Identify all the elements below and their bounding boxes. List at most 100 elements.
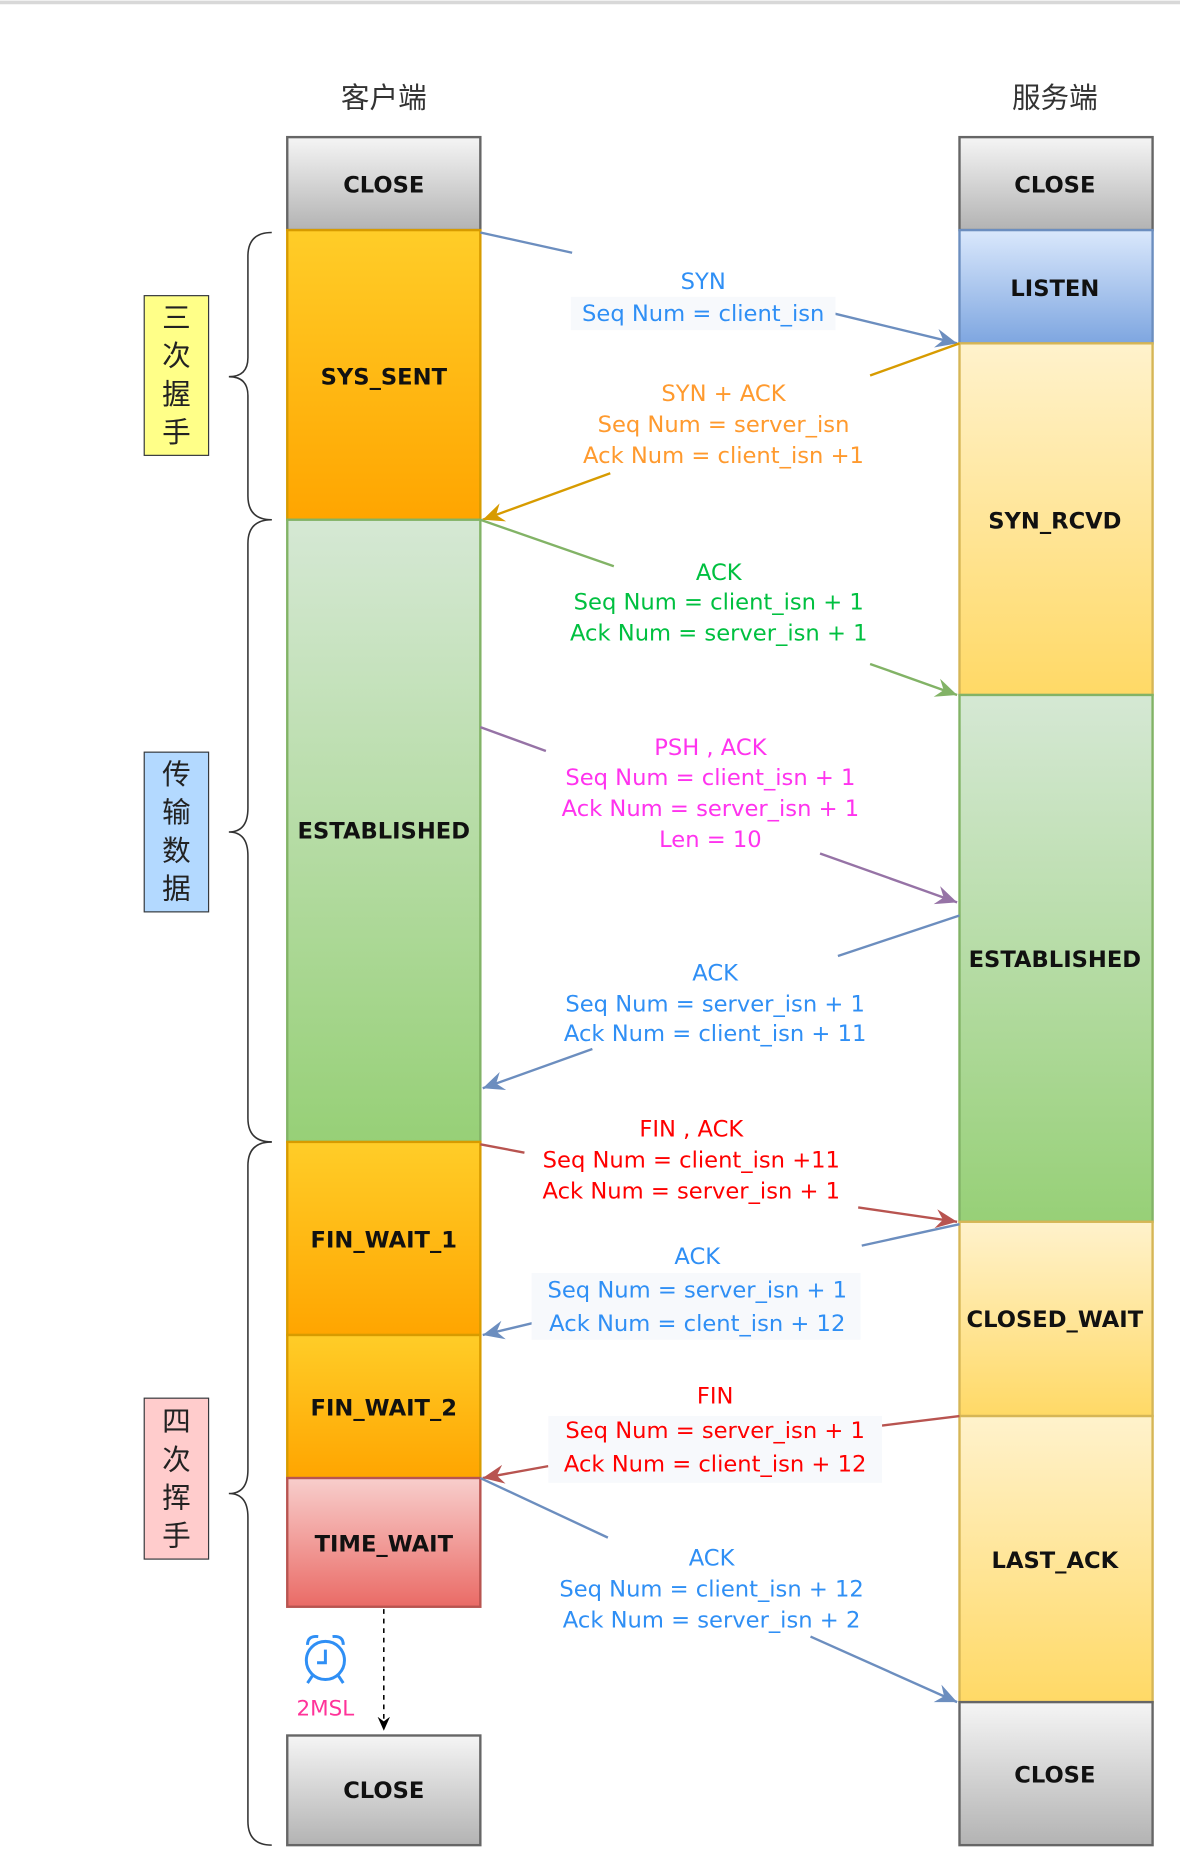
svg-text:FIN , ACK: FIN , ACK [639,1116,744,1142]
svg-text:SYN: SYN [681,269,726,295]
svg-text:Seq Num = client_isn: Seq Num = client_isn [582,301,824,327]
server-header: 服务端 [1012,80,1098,114]
brace-transfer [228,518,272,1143]
svg-text:LAST_ACK: LAST_ACK [992,1548,1120,1574]
svg-text:Ack Num = client_isn + 12: Ack Num = client_isn + 12 [564,1451,866,1477]
svg-text:SYS_SENT: SYS_SENT [321,364,448,390]
svg-text:挥: 挥 [162,1480,191,1514]
message-fin: FIN Seq Num = server_isn + 1 Ack Num = c… [548,1383,883,1483]
svg-text:传: 传 [162,757,191,791]
svg-text:输: 输 [162,795,191,829]
arrow-ack-3 [483,1222,960,1335]
svg-text:ESTABLISHED: ESTABLISHED [298,819,470,845]
svg-text:Ack Num = server_isn + 1: Ack Num = server_isn + 1 [562,796,860,822]
svg-text:FIN_WAIT_2: FIN_WAIT_2 [311,1395,457,1421]
svg-text:CLOSE: CLOSE [1014,1763,1095,1789]
client-state-close-final: CLOSE [286,1734,482,1847]
svg-text:握: 握 [162,377,191,411]
svg-text:三: 三 [162,300,191,334]
svg-text:数: 数 [162,833,191,867]
svg-text:CLOSE: CLOSE [1014,172,1095,198]
arrow-ack-4 [479,1476,957,1702]
svg-text:SYN + ACK: SYN + ACK [661,381,786,407]
arrow-syn [480,231,957,343]
arrow-ack-1 [479,518,957,695]
client-state-established: ESTABLISHED [286,518,482,1144]
svg-text:Ack Num = clent_isn + 12: Ack Num = clent_isn + 12 [549,1311,845,1337]
svg-text:Seq Num = server_isn + 1: Seq Num = server_isn + 1 [565,1418,865,1444]
svg-text:ACK: ACK [674,1244,721,1270]
server-state-syn-rcvd: SYN_RCVD [958,342,1154,697]
server-state-close-final: CLOSE [958,1700,1154,1847]
svg-text:ACK: ACK [692,960,739,986]
svg-text:ACK: ACK [689,1546,736,1572]
svg-text:Len = 10: Len = 10 [659,827,762,853]
arrow-syn-ack [483,342,960,519]
svg-text:手: 手 [162,1519,191,1553]
brace-handshake [228,231,272,521]
svg-text:CLOSE: CLOSE [343,172,424,198]
client-column: CLOSE SYS_SENT ESTABLISHED FIN_WAIT_1 FI… [286,135,482,1847]
server-state-last-ack: LAST_ACK [958,1414,1154,1704]
server-state-close: CLOSE [958,135,1154,232]
svg-text:次: 次 [162,1442,191,1476]
svg-text:据: 据 [162,871,191,905]
svg-text:Ack Num = server_isn + 2: Ack Num = server_isn + 2 [563,1608,861,1634]
svg-text:Ack Num = server_isn + 1: Ack Num = server_isn + 1 [570,621,868,647]
svg-text:Ack Num = client_isn + 11: Ack Num = client_isn + 11 [564,1021,866,1047]
svg-text:手: 手 [162,415,191,449]
svg-text:四: 四 [162,1404,191,1438]
message-syn-ack: SYN + ACK Seq Num = server_isn Ack Num =… [583,381,864,469]
arrow-fin [483,1414,960,1478]
svg-text:Seq Num = client_isn + 12: Seq Num = client_isn + 12 [559,1577,863,1603]
client-state-time-wait: TIME_WAIT [286,1476,482,1608]
svg-text:Seq Num = server_isn + 1: Seq Num = server_isn + 1 [565,991,865,1017]
svg-text:ESTABLISHED: ESTABLISHED [969,947,1141,973]
message-ack-4: ACK Seq Num = client_isn + 12 Ack Num = … [559,1546,863,1634]
svg-text:SYN_RCVD: SYN_RCVD [988,509,1121,535]
svg-text:PSH , ACK: PSH , ACK [654,735,767,761]
svg-text:LISTEN: LISTEN [1010,276,1099,302]
timer-label-2msl: 2MSL [297,1696,355,1721]
svg-text:TIME_WAIT: TIME_WAIT [315,1531,454,1557]
arrow-psh-ack [479,726,957,902]
svg-text:Seq Num = client_isn + 1: Seq Num = client_isn + 1 [574,590,864,616]
brace-teardown [228,1141,272,1846]
svg-text:Ack Num = client_isn +1: Ack Num = client_isn +1 [583,443,864,469]
message-psh-ack: PSH , ACK Seq Num = client_isn + 1 Ack N… [562,735,860,853]
arrow-ack-2 [483,914,960,1088]
svg-text:ACK: ACK [696,560,743,586]
message-ack-1: ACK Seq Num = client_isn + 1 Ack Num = s… [570,560,868,647]
arrow-fin-ack [480,1143,957,1221]
message-ack-3: ACK Seq Num = server_isn + 1 Ack Num = c… [531,1244,861,1340]
message-ack-2: ACK Seq Num = server_isn + 1 Ack Num = c… [564,960,866,1047]
svg-text:FIN: FIN [697,1383,734,1409]
message-arrows [479,231,960,1702]
alarm-clock-icon [304,1634,346,1684]
phase-braces [228,231,272,1846]
client-state-sys-sent: SYS_SENT [286,228,482,521]
client-state-fin-wait-1: FIN_WAIT_1 [286,1140,482,1337]
svg-text:CLOSED_WAIT: CLOSED_WAIT [967,1307,1144,1333]
message-syn: SYN Seq Num = client_isn [570,269,836,331]
message-fin-ack: FIN , ACK Seq Num = client_isn +11 Ack N… [543,1116,841,1204]
server-column: CLOSE LISTEN SYN_RCVD ESTABLISHED CLOSED… [958,135,1154,1847]
svg-text:CLOSE: CLOSE [343,1778,424,1804]
svg-text:Seq Num = server_isn: Seq Num = server_isn [598,412,850,438]
svg-text:Seq Num = server_isn + 1: Seq Num = server_isn + 1 [547,1277,847,1303]
client-state-fin-wait-2: FIN_WAIT_2 [286,1333,482,1480]
svg-text:Ack Num = server_isn + 1: Ack Num = server_isn + 1 [543,1178,841,1204]
svg-text:Seq Num = client_isn +11: Seq Num = client_isn +11 [543,1147,840,1173]
server-state-listen: LISTEN [958,228,1154,345]
client-state-close: CLOSE [286,135,482,232]
server-state-closed-wait: CLOSED_WAIT [958,1220,1154,1418]
client-header: 客户端 [341,80,427,114]
server-state-established: ESTABLISHED [958,693,1154,1223]
svg-text:Seq Num = client_isn + 1: Seq Num = client_isn + 1 [565,765,855,791]
svg-text:次: 次 [162,339,191,373]
svg-text:FIN_WAIT_1: FIN_WAIT_1 [311,1227,457,1253]
